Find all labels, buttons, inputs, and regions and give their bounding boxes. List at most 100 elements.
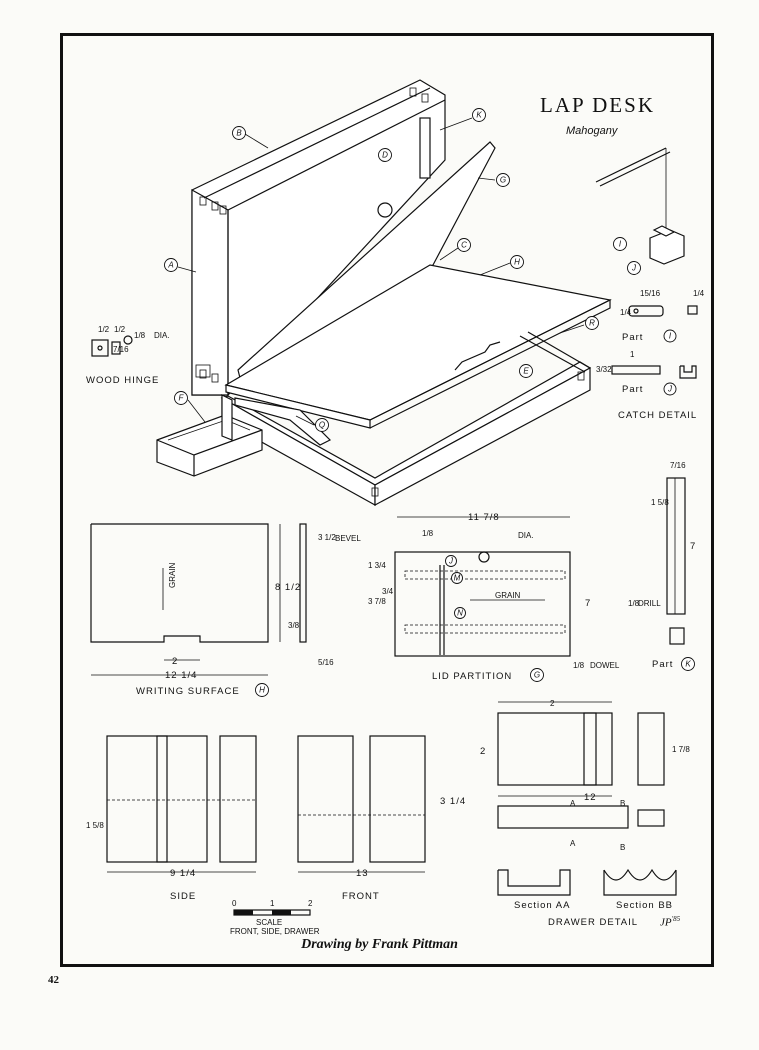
svg-text:1/8: 1/8: [573, 661, 585, 670]
callout-k: K: [472, 108, 486, 122]
svg-text:9 1/4: 9 1/4: [170, 868, 196, 879]
callout-r: R: [585, 316, 599, 330]
callout-leaders: [177, 117, 585, 426]
wood-hinge-detail: 1/2 1/2 7/16 1/8 DIA. WOOD HINGE: [86, 325, 170, 386]
drawer-detail-view: 2 2 1 7/8 12 A B A B Section AA Section …: [480, 699, 690, 928]
front-label: FRONT: [342, 891, 380, 902]
drawing-credit: Drawing by Frank Pittman: [301, 937, 458, 952]
svg-text:1: 1: [270, 899, 275, 908]
svg-text:1 5/8: 1 5/8: [651, 498, 669, 507]
catch-detail: I J 15/16 1/4 1/4 Part I 1 3/32 Part J C…: [595, 147, 705, 421]
svg-text:12 1/4: 12 1/4: [165, 670, 197, 681]
svg-text:7/16: 7/16: [113, 345, 129, 354]
svg-text:11 7/8: 11 7/8: [468, 512, 500, 523]
isometric-lap-desk: [156, 79, 612, 507]
svg-text:J: J: [631, 264, 637, 273]
svg-text:3/8: 3/8: [288, 621, 300, 630]
svg-text:1 3/4: 1 3/4: [368, 561, 386, 570]
svg-text:A: A: [570, 799, 576, 808]
svg-text:13: 13: [356, 868, 369, 879]
svg-text:12: 12: [584, 792, 597, 803]
artist-signature: JP'85: [660, 915, 680, 929]
svg-text:1/8: 1/8: [134, 331, 146, 340]
svg-text:BEVEL: BEVEL: [335, 534, 361, 543]
material-label: Mahogany: [566, 125, 618, 137]
svg-text:7/16: 7/16: [670, 461, 686, 470]
side-label: SIDE: [170, 891, 196, 902]
lid-partition-view: 11 7/8 1/8 DIA. GRAIN 7 1 3/4 3 7/8 3/4 …: [368, 512, 620, 682]
callout-q: Q: [315, 418, 329, 432]
callout-b: B: [232, 126, 246, 140]
callout-e: E: [519, 364, 533, 378]
svg-text:E: E: [523, 367, 529, 376]
wood-hinge-label: WOOD HINGE: [86, 375, 159, 386]
svg-text:Part: Part: [652, 659, 673, 670]
page-title: LAP DESK: [540, 93, 655, 117]
callout-d: D: [378, 148, 392, 162]
svg-text:7: 7: [585, 598, 591, 609]
drawing-frame: [60, 33, 714, 967]
svg-text:DIA.: DIA.: [518, 531, 534, 540]
svg-text:DRILL: DRILL: [638, 599, 661, 608]
svg-text:Section AA: Section AA: [514, 900, 570, 911]
drawer-detail-label: DRAWER DETAIL: [548, 917, 638, 928]
svg-text:1/4: 1/4: [693, 289, 705, 298]
svg-text:2: 2: [480, 746, 486, 757]
callout-c: C: [457, 238, 471, 252]
svg-text:A: A: [167, 261, 173, 270]
svg-text:1/4: 1/4: [620, 308, 632, 317]
callout-a: A: [164, 258, 178, 272]
svg-text:B: B: [236, 129, 242, 138]
svg-text:3 7/8: 3 7/8: [368, 597, 386, 606]
svg-text:7: 7: [690, 541, 696, 552]
svg-text:H: H: [259, 686, 265, 695]
svg-text:R: R: [589, 319, 595, 328]
svg-text:C: C: [461, 241, 467, 250]
svg-text:1/2: 1/2: [114, 325, 126, 334]
catch-detail-label: CATCH DETAIL: [618, 410, 697, 421]
svg-text:F: F: [179, 394, 185, 403]
svg-text:GRAIN: GRAIN: [168, 562, 177, 588]
part-k-view: 7/16 1 5/8 7 1/8 DRILL Part K: [628, 461, 696, 671]
svg-text:GRAIN: GRAIN: [495, 591, 521, 600]
svg-text:K: K: [476, 111, 482, 120]
svg-text:DOWEL: DOWEL: [590, 661, 620, 670]
svg-text:G: G: [534, 671, 540, 680]
svg-text:D: D: [382, 151, 388, 160]
callout-g: G: [496, 173, 510, 187]
svg-text:1 7/8: 1 7/8: [672, 745, 690, 754]
signature-initials: JP: [660, 916, 672, 929]
svg-text:1 5/8: 1 5/8: [86, 821, 104, 830]
scale-bar: 0 1 2 SCALE FRONT, SIDE, DRAWER: [230, 899, 320, 936]
side-view: 9 1/4 SIDE 1 5/8: [86, 735, 257, 902]
svg-text:A: A: [570, 839, 576, 848]
writing-surface-view: GRAIN 8 1/2 2 12 1/4 WRITING SURFACE H 3…: [90, 523, 361, 697]
svg-text:2: 2: [550, 699, 555, 708]
writing-surface-label: WRITING SURFACE: [136, 686, 240, 697]
svg-text:3 1/2: 3 1/2: [318, 533, 336, 542]
svg-text:3 1/4: 3 1/4: [440, 796, 466, 807]
svg-text:N: N: [457, 609, 463, 618]
svg-text:3/4: 3/4: [382, 587, 394, 596]
svg-text:Section BB: Section BB: [616, 900, 673, 911]
svg-text:1: 1: [630, 350, 635, 359]
svg-text:8 1/2: 8 1/2: [275, 582, 301, 593]
lid-partition-label: LID PARTITION: [432, 671, 512, 682]
svg-text:I: I: [619, 240, 622, 249]
signature-year: '85: [671, 915, 681, 923]
svg-text:B: B: [620, 843, 625, 852]
svg-text:0: 0: [232, 899, 237, 908]
svg-text:B: B: [620, 799, 625, 808]
svg-text:J: J: [667, 385, 673, 394]
svg-text:Q: Q: [319, 421, 325, 430]
svg-text:15/16: 15/16: [640, 289, 661, 298]
svg-text:1/8: 1/8: [422, 529, 434, 538]
svg-text:FRONT, SIDE, DRAWER: FRONT, SIDE, DRAWER: [230, 927, 320, 936]
svg-text:Part: Part: [622, 332, 643, 343]
svg-text:2: 2: [308, 899, 313, 908]
svg-text:Part: Part: [622, 384, 643, 395]
callout-f: F: [174, 391, 188, 405]
front-view: 13 FRONT 3 1/4: [297, 735, 466, 902]
